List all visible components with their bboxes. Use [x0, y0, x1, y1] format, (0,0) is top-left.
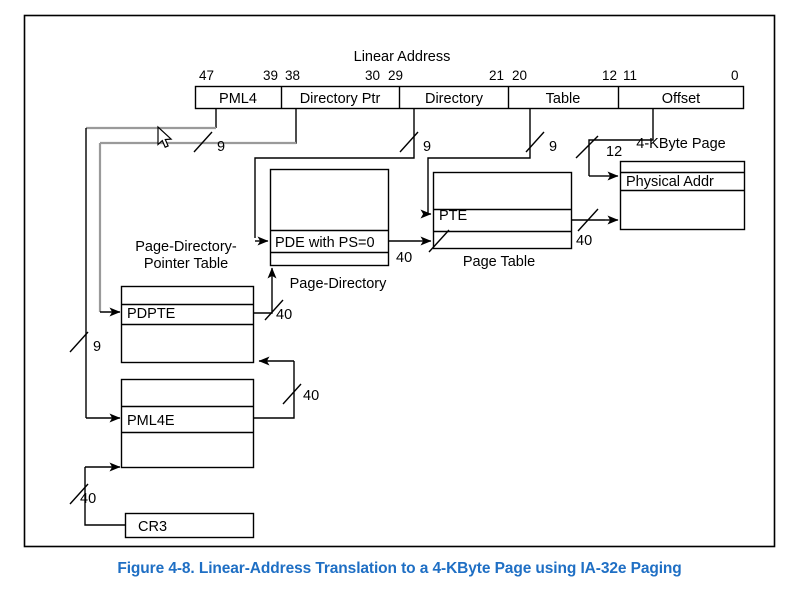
width-pde-to-pt: 40	[396, 250, 412, 266]
pdpt-title-line1: Page-Directory-	[135, 239, 237, 255]
bit-hi-3: 20	[512, 68, 527, 83]
physical-addr-label: Physical Addr	[626, 174, 714, 190]
address-field-labels: PML4 Directory Ptr Directory Table Offse…	[219, 91, 700, 107]
width-pml4-index: 9	[217, 139, 225, 155]
field-label-offset: Offset	[662, 91, 700, 107]
page-table	[432, 171, 573, 250]
field-label-directory: Directory	[425, 91, 484, 107]
page-table-title: Page Table	[463, 254, 535, 270]
mouse-pointer-icon	[157, 125, 173, 148]
bit-hi-1: 38	[285, 68, 300, 83]
pml4e-entry-label: PML4E	[127, 413, 175, 429]
width-table-index: 9	[549, 139, 557, 155]
page-directory-title: Page-Directory	[290, 276, 387, 292]
page-directory-table	[269, 168, 390, 267]
field-label-table: Table	[546, 91, 581, 107]
cr3-box	[124, 512, 255, 539]
width-directory-index: 9	[423, 139, 431, 155]
field-label-directory-ptr: Directory Ptr	[300, 91, 381, 107]
bit-lo-2: 21	[489, 68, 504, 83]
linear-address-bar	[194, 85, 745, 110]
figure-caption: Figure 4-8. Linear-Address Translation t…	[117, 560, 682, 577]
pdpte-entry-label: PDPTE	[127, 306, 176, 322]
pte-entry-label: PTE	[439, 208, 468, 224]
bit-lo-0: 39	[263, 68, 278, 83]
width-pte-to-page: 40	[576, 233, 592, 249]
width-cr3-to-pml4: 40	[80, 491, 96, 507]
bit-hi-0: 47	[199, 68, 214, 83]
cr3-label: CR3	[138, 519, 167, 535]
page-directory-pointer-table	[120, 285, 255, 364]
width-offset: 12	[606, 144, 622, 160]
highlighted-bus	[86, 126, 296, 312]
pdpte-to-pagedir-arrow	[253, 267, 277, 314]
pdpt-title-line2: Pointer Table	[144, 256, 228, 272]
bit-lo-3: 12	[602, 68, 617, 83]
figure-border	[23, 14, 776, 548]
pde-entry-label: PDE with PS=0	[275, 235, 375, 251]
bit-lo-4: 0	[731, 68, 739, 83]
bit-lo-1: 30	[365, 68, 380, 83]
field-label-pml4: PML4	[219, 91, 257, 107]
bit-hi-4: 11	[623, 68, 637, 83]
pml4-table	[120, 378, 255, 469]
width-pdpt-index: 9	[93, 339, 101, 355]
bit-width-ticks	[69, 131, 599, 505]
four-kbyte-page	[619, 160, 746, 231]
bit-hi-2: 29	[388, 68, 403, 83]
width-pdpte-to-pd: 40	[276, 307, 292, 323]
pml4e-to-pdpt-arrow	[253, 356, 295, 419]
bit-width-labels: 9 9 9 12 9 40 40 40 40 40	[80, 139, 622, 507]
left-buses	[85, 128, 121, 423]
linear-address-title: Linear Address	[354, 49, 451, 65]
width-pml4e-to-pdpt: 40	[303, 388, 319, 404]
address-drop-lines	[160, 108, 654, 238]
bit-numbers: 47 39 38 30 29 21 20 12 11 0	[199, 68, 739, 83]
four-kbyte-page-title: 4-KByte Page	[636, 136, 725, 152]
